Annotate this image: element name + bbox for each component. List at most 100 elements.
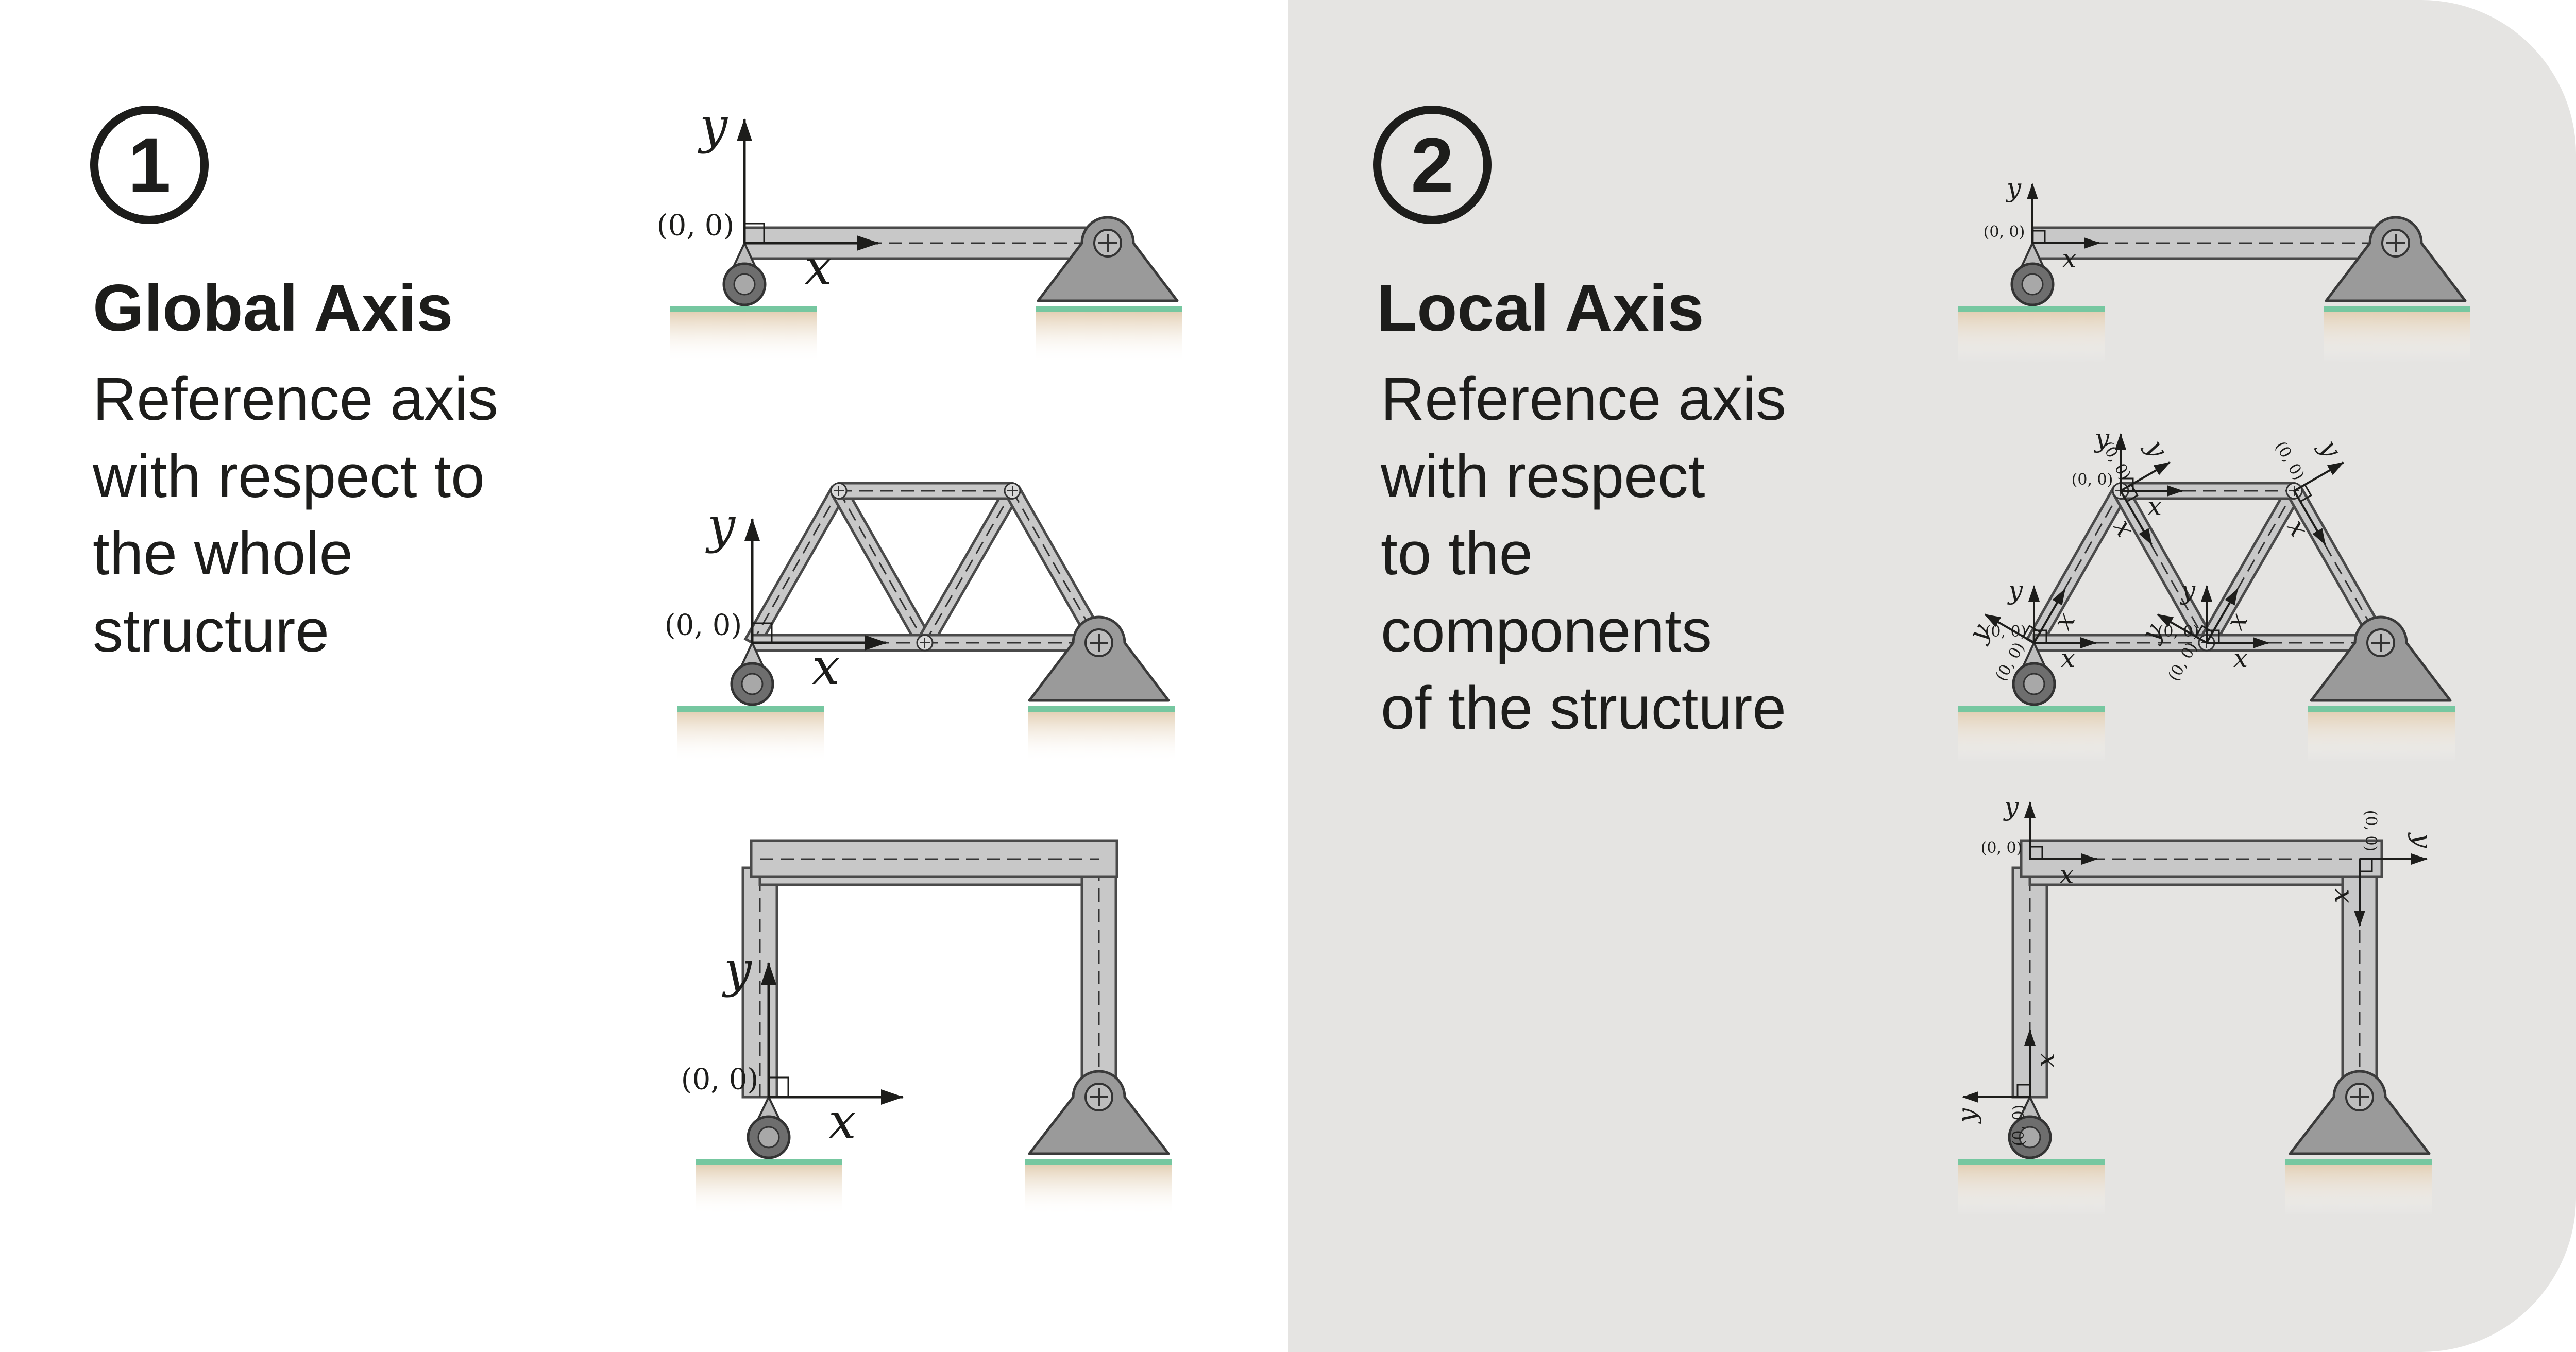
roller-hub bbox=[757, 1126, 780, 1149]
ground-surface bbox=[1028, 706, 1175, 712]
local-axis-description: Reference axis with respect to the compo… bbox=[1381, 361, 1786, 747]
description-line: Reference axis bbox=[1381, 365, 1787, 433]
ground-soil bbox=[2308, 711, 2455, 762]
roller-hub bbox=[733, 273, 756, 296]
description-line: the whole bbox=[93, 520, 353, 588]
x-axis-label: x bbox=[2030, 1053, 2060, 1067]
pin-support bbox=[1028, 1070, 1170, 1155]
y-axis-label: y bbox=[722, 940, 753, 998]
x-axis-label: x bbox=[2221, 607, 2253, 635]
right-angle-marker bbox=[768, 1076, 789, 1098]
origin-label: (0, 0) bbox=[2272, 438, 2308, 483]
ground-surface bbox=[1958, 1159, 2105, 1165]
global-axis-description: Reference axis with respect to the whole… bbox=[93, 361, 498, 670]
x-axis-label: x bbox=[2059, 860, 2074, 889]
description-line: with respect to bbox=[93, 442, 485, 510]
right-angle-marker bbox=[2119, 483, 2139, 503]
right-angle-marker bbox=[2195, 625, 2214, 644]
description-line: structure bbox=[93, 597, 330, 665]
ground-soil bbox=[1036, 311, 1182, 363]
roller-hub bbox=[2023, 673, 2045, 695]
roller-hub bbox=[2021, 273, 2044, 296]
origin-label: (0, 0) bbox=[1984, 223, 2025, 241]
coordinate-axes: x y (0, 0) bbox=[1981, 792, 2098, 889]
ground-surface bbox=[1958, 706, 2105, 712]
x-axis-label: x bbox=[828, 1092, 856, 1150]
member-centerline bbox=[838, 490, 926, 643]
local-axis-title: Local Axis bbox=[1377, 271, 1704, 345]
y-axis-label: y bbox=[705, 497, 736, 554]
member-centerline bbox=[924, 490, 1013, 643]
y-axis-label: y bbox=[1952, 1108, 1982, 1124]
ground-soil bbox=[696, 1164, 842, 1216]
right-angle-marker bbox=[751, 622, 773, 644]
ground-surface bbox=[696, 1159, 842, 1165]
right-angle-marker bbox=[2016, 1084, 2031, 1098]
x-axis-label: x bbox=[812, 638, 840, 696]
ground-surface bbox=[1036, 306, 1182, 312]
pin-support bbox=[2289, 1070, 2431, 1155]
coordinate-axes: x y (0, 0) bbox=[2329, 810, 2437, 927]
ground-soil bbox=[1958, 1164, 2105, 1216]
x-axis-label: x bbox=[2061, 643, 2075, 673]
origin-label: (0, 0) bbox=[2010, 1105, 2028, 1146]
coordinate-axes: x y (0, 0) bbox=[1984, 173, 2100, 273]
roller-hub bbox=[2019, 1126, 2041, 1149]
description-line: Reference axis bbox=[93, 365, 499, 433]
ground-soil bbox=[2324, 311, 2470, 363]
y-axis-label: y bbox=[2003, 792, 2019, 822]
ground-surface bbox=[2324, 306, 2470, 312]
ground-soil bbox=[1958, 311, 2105, 363]
coordinate-axes: xy(0, 0) bbox=[665, 497, 887, 696]
ground-soil bbox=[2285, 1164, 2432, 1216]
x-axis-label: x bbox=[2062, 244, 2076, 273]
origin-label: (0, 0) bbox=[681, 1063, 759, 1097]
member-centerline bbox=[1011, 490, 1100, 643]
y-axis-label: y bbox=[2007, 575, 2023, 605]
x-axis-label: x bbox=[2329, 888, 2359, 903]
coordinate-axes: xy(0, 0) bbox=[1985, 575, 2097, 673]
global-axis-title: Global Axis bbox=[93, 271, 453, 345]
pin-support bbox=[2325, 216, 2467, 302]
y-axis-label: y bbox=[2094, 423, 2110, 453]
y-axis-label: y bbox=[2313, 434, 2347, 463]
coordinate-axes: x y (0, 0) bbox=[681, 940, 904, 1150]
ground-surface bbox=[1958, 306, 2105, 312]
y-axis-label: y bbox=[2006, 173, 2022, 203]
right-angle-marker bbox=[2022, 625, 2042, 644]
right-angle-marker bbox=[743, 223, 765, 244]
origin-label: (0, 0) bbox=[1981, 839, 2023, 857]
ground-soil bbox=[1028, 711, 1175, 762]
pin-support bbox=[1028, 615, 1170, 702]
ground-surface bbox=[2308, 706, 2455, 712]
ground-surface bbox=[1025, 1159, 1172, 1165]
x-axis-label: x bbox=[2233, 643, 2248, 673]
y-axis-label: y bbox=[2408, 832, 2437, 848]
coordinate-axes: xy(0, 0) bbox=[2072, 423, 2183, 521]
right-angle-marker bbox=[2031, 230, 2046, 244]
right-angle-marker bbox=[2029, 846, 2043, 860]
ground-soil bbox=[670, 311, 817, 363]
y-axis-label: y bbox=[698, 97, 728, 155]
ground-soil bbox=[1958, 711, 2105, 762]
section-number: 2 bbox=[1411, 121, 1454, 208]
pin-support bbox=[1037, 216, 1179, 302]
pin-support bbox=[2310, 615, 2452, 702]
ground-soil bbox=[1025, 1164, 1172, 1216]
y-axis-label: y bbox=[2180, 575, 2196, 605]
ground-surface bbox=[2285, 1159, 2432, 1165]
x-axis-label: x bbox=[2147, 491, 2162, 521]
y-axis-label: y bbox=[2140, 434, 2174, 463]
x-axis-label: x bbox=[804, 238, 832, 296]
ground-surface bbox=[670, 306, 817, 312]
description-line: components bbox=[1381, 597, 1712, 665]
ground-surface bbox=[677, 706, 824, 712]
description-line: of the structure bbox=[1381, 674, 1787, 742]
coordinate-axes: x y (0, 0) bbox=[657, 97, 879, 296]
origin-label: (0, 0) bbox=[2362, 810, 2380, 852]
origin-label: (0, 0) bbox=[2072, 471, 2113, 489]
right-angle-marker bbox=[2293, 483, 2312, 503]
origin-label: (0, 0) bbox=[657, 209, 735, 243]
coordinate-axes: x y (0, 0) bbox=[1952, 1029, 2060, 1146]
